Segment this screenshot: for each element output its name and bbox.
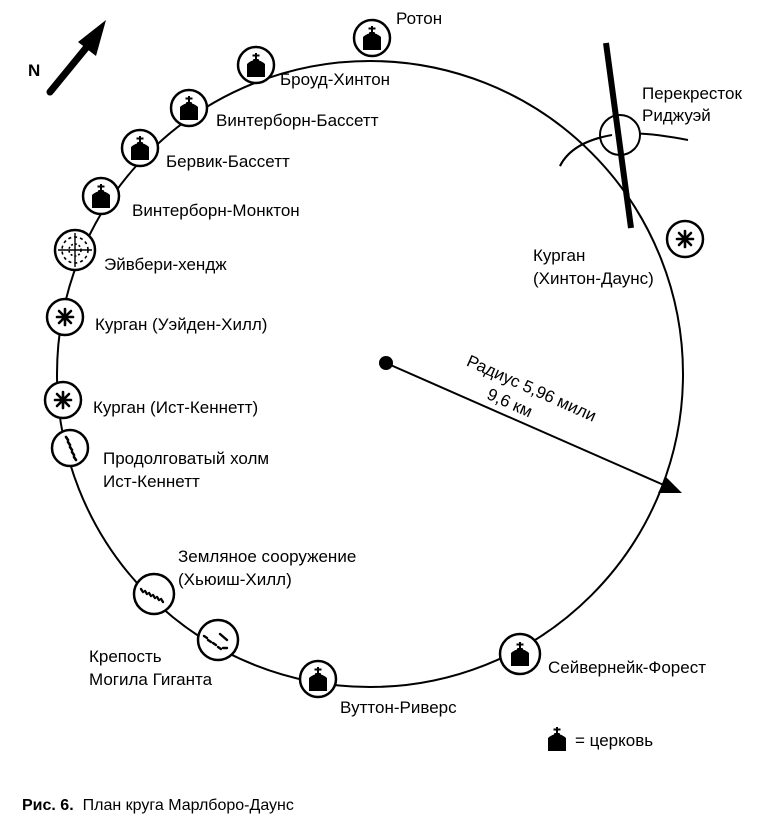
fortress-label-2: Могила Гиганта [89,670,213,689]
long-barrow-icon [50,428,90,468]
barrow-icon [675,229,695,249]
barrow-icon [55,307,75,327]
long-barrow-label-2: Ист-Кеннетт [103,472,200,491]
radius-arrowhead [658,477,682,493]
earthwork-label-2: (Хьюиш-Хилл) [178,570,292,589]
radius-arrow [385,362,667,487]
north-label: N [28,61,40,80]
long-barrow-label: Продолговатый холм [103,449,269,468]
henge-icon [53,228,97,272]
roton-label: Ротон [396,9,442,28]
kurgan-east-kennett-label: Курган (Ист-Кеннетт) [93,398,258,417]
crossroads-label: Перекресток [642,84,742,103]
wootton-rivers-label: Вуттон-Риверс [340,698,457,717]
fortress-icon [196,618,240,662]
church-icon [548,727,566,751]
kurgan-wayden-label: Курган (Уэйден-Хилл) [95,315,267,334]
avebury-label: Эйвбери-хендж [104,255,227,274]
kurgan-hinton-label: Курган [533,246,585,265]
caption-number: Рис. 6. [22,797,74,814]
earthwork-icon [132,572,176,616]
ley-circle [56,60,684,688]
caption-text: План круга Марлборо-Даунс [83,797,294,814]
fortress-label: Крепость [89,647,162,666]
berwick-bassett-label: Бервик-Бассетт [166,152,290,171]
radius-label: Радиус 5,96 мили [464,351,599,425]
earthwork-label: Земляное сооружение [178,547,356,566]
legend-label: = церковь [575,731,653,750]
winterborn-monkton-label: Винтерборн-Монктон [132,201,300,220]
crossroads-label-2: Риджуэй [642,106,711,125]
broud-hinton-label: Броуд-Хинтон [280,70,390,89]
barrow-icon [53,390,73,410]
north-arrow [46,20,106,96]
savernake-label: Сейвернейк-Форест [548,658,706,677]
ridgeway-crossroads [559,42,689,229]
winterborn-bassett-label: Винтерборн-Бассетт [216,111,379,130]
kurgan-hinton-label-2: (Хинтон-Даунс) [533,269,654,288]
figure-caption: Рис. 6. План круга Марлборо-Даунс [22,797,294,814]
